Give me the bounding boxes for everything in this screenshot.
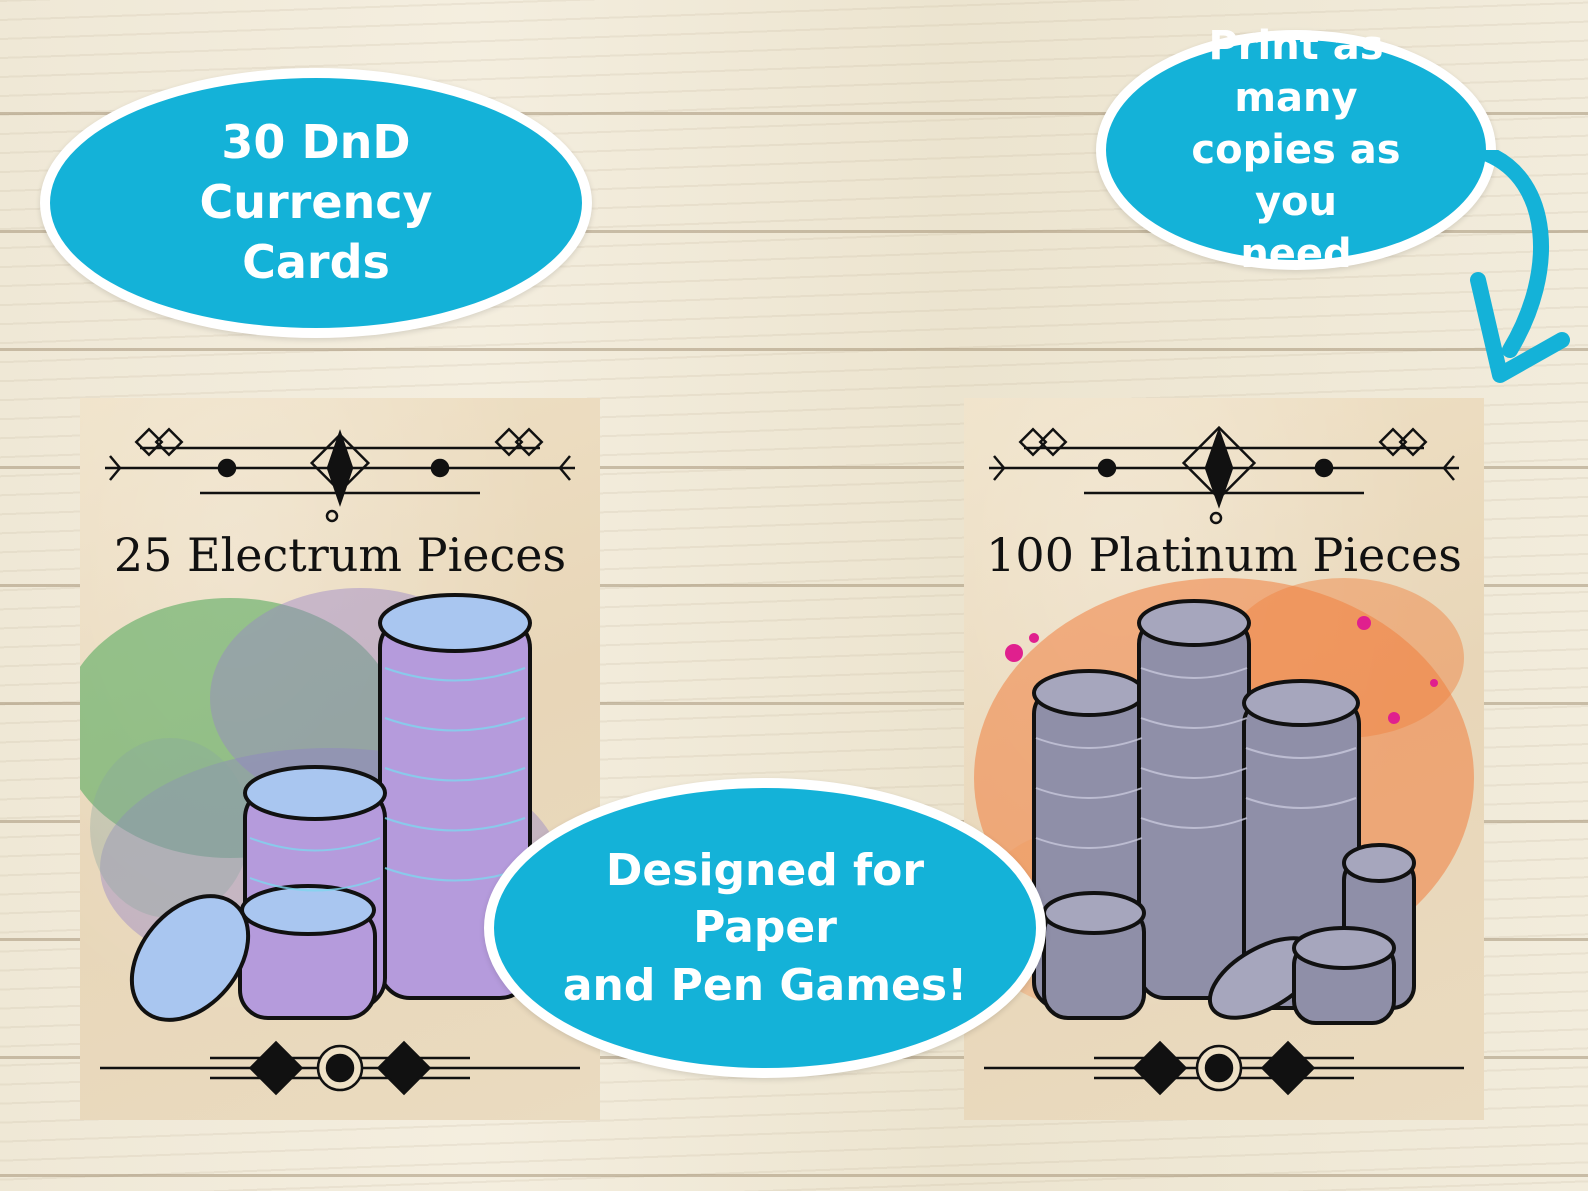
card-title: 25 Electrum Pieces bbox=[113, 528, 567, 582]
designed-line-2: and Pen Games! bbox=[562, 959, 968, 1011]
designed-bubble: Designed for Paper and Pen Games! bbox=[484, 778, 1046, 1078]
card-title: 100 Platinum Pieces bbox=[986, 528, 1462, 582]
top-ornament bbox=[989, 425, 1459, 525]
title-bubble: 30 DnD Currency Cards bbox=[40, 68, 592, 338]
print-copies-bubble: Print as many copies as you need bbox=[1096, 23, 1496, 277]
designed-line-1: Designed for Paper bbox=[605, 845, 925, 954]
electrum-card: 25 Electrum Pieces bbox=[80, 398, 600, 1120]
electrum-coin-stack bbox=[129, 593, 532, 1022]
platinum-card: 100 Platinum Pieces bbox=[964, 398, 1484, 1120]
top-ornament bbox=[105, 427, 575, 523]
curved-arrow-icon bbox=[1470, 150, 1570, 383]
title-line-2: Cards bbox=[242, 234, 390, 289]
print-line-2: copies as you bbox=[1191, 127, 1401, 225]
print-line-3: need bbox=[1240, 231, 1352, 277]
bottom-ornament bbox=[984, 1040, 1464, 1096]
title-line-1: 30 DnD Currency bbox=[199, 115, 433, 230]
print-line-1: Print as many bbox=[1208, 23, 1384, 121]
bottom-ornament bbox=[100, 1040, 580, 1096]
